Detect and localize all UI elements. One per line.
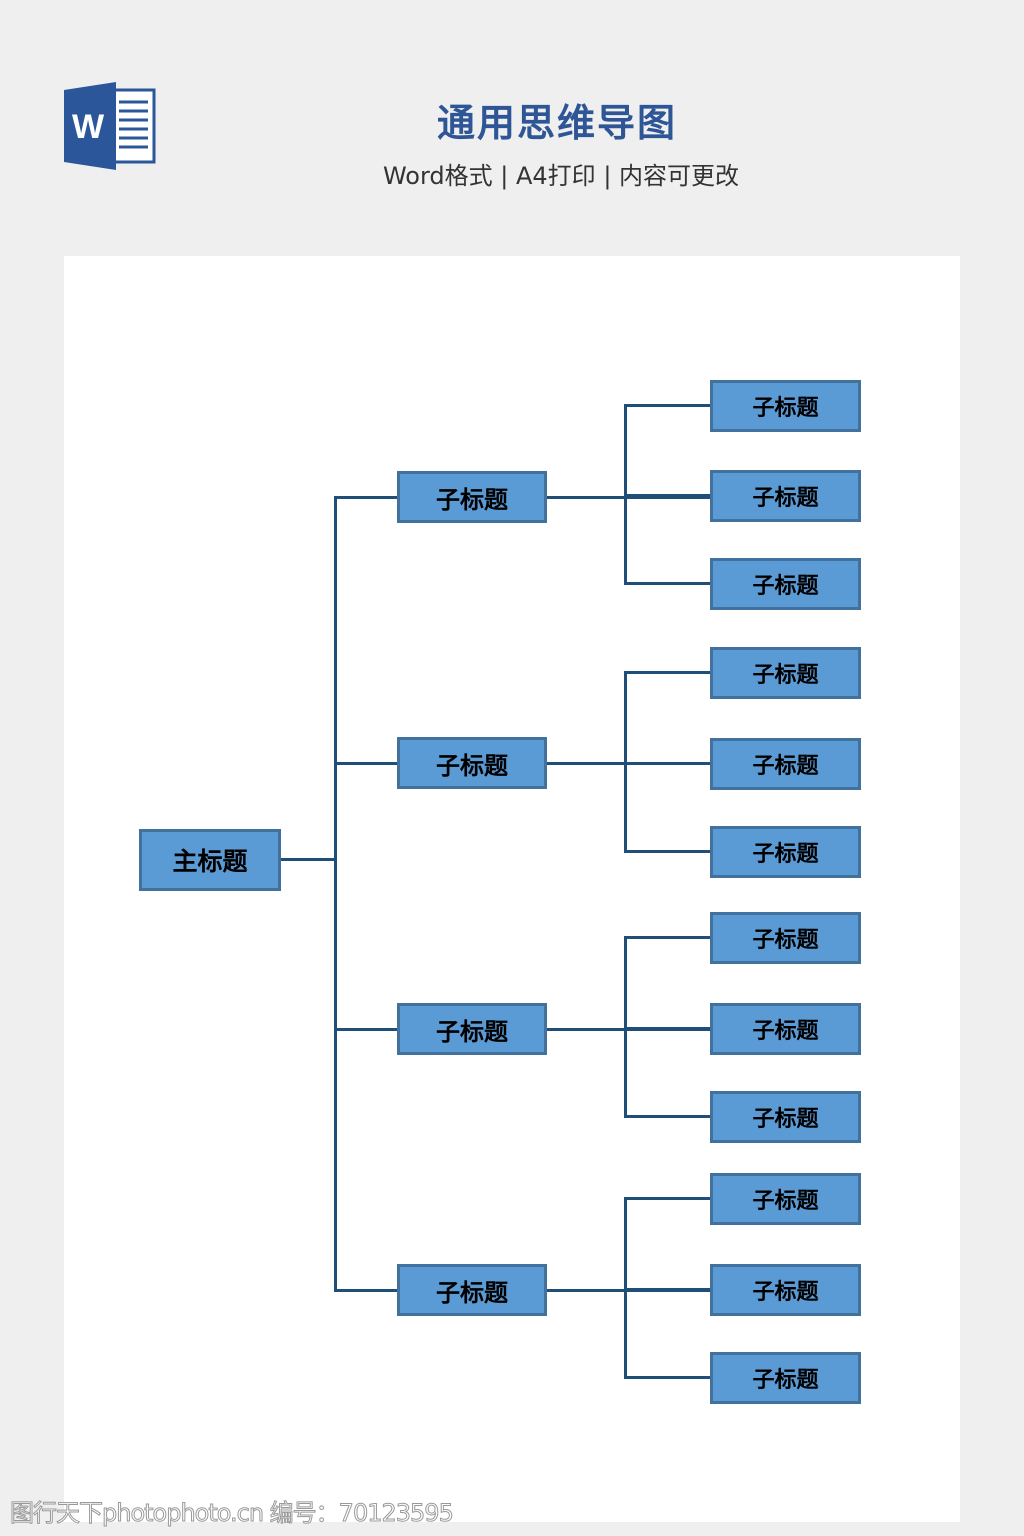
leaf-node[interactable]: 子标题 xyxy=(710,912,861,964)
page-title: 通用思维导图 xyxy=(436,101,677,145)
trunk-line xyxy=(334,496,337,1291)
svg-text:W: W xyxy=(72,108,105,146)
branch-node[interactable]: 子标题 xyxy=(397,1003,547,1055)
word-document-icon: W xyxy=(64,82,156,170)
leaf-connector xyxy=(624,1027,712,1030)
leaf-node[interactable]: 子标题 xyxy=(710,738,861,790)
leaf-node[interactable]: 子标题 xyxy=(710,647,861,699)
leaf-node[interactable]: 子标题 xyxy=(710,826,861,878)
leaf-vertical-line xyxy=(624,671,627,852)
page-subtitle: Word格式 | A4打印 | 内容可更改 xyxy=(382,162,740,190)
leaf-connector xyxy=(624,404,712,407)
leaf-connector xyxy=(624,762,712,765)
leaf-connector xyxy=(624,1197,712,1200)
leaf-node[interactable]: 子标题 xyxy=(710,1264,861,1316)
leaf-connector xyxy=(624,494,712,497)
leaf-node[interactable]: 子标题 xyxy=(710,470,861,522)
branch-node[interactable]: 子标题 xyxy=(397,471,547,523)
branch-node[interactable]: 子标题 xyxy=(397,1264,547,1316)
leaf-connector xyxy=(624,850,712,853)
leaf-connector xyxy=(624,582,712,585)
root-node[interactable]: 主标题 xyxy=(139,829,281,891)
root-connector xyxy=(280,858,336,861)
branch-node[interactable]: 子标题 xyxy=(397,737,547,789)
branch-to-leaf-connector xyxy=(546,496,711,499)
watermark: 图行天下photophoto.cn 编号：70123595 xyxy=(10,1499,455,1528)
branch-connector xyxy=(334,1028,398,1031)
leaf-connector xyxy=(624,936,712,939)
branch-connector xyxy=(334,1289,398,1292)
leaf-connector xyxy=(624,671,712,674)
leaf-connector xyxy=(624,1376,712,1379)
leaf-node[interactable]: 子标题 xyxy=(710,1352,861,1404)
leaf-node[interactable]: 子标题 xyxy=(710,1173,861,1225)
leaf-node[interactable]: 子标题 xyxy=(710,558,861,610)
branch-connector xyxy=(334,762,398,765)
leaf-vertical-line xyxy=(624,1197,627,1378)
leaf-node[interactable]: 子标题 xyxy=(710,380,861,432)
leaf-node[interactable]: 子标题 xyxy=(710,1091,861,1143)
leaf-node[interactable]: 子标题 xyxy=(710,1003,861,1055)
leaf-vertical-line xyxy=(624,936,627,1117)
leaf-connector xyxy=(624,1288,712,1291)
branch-connector xyxy=(334,496,398,499)
leaf-connector xyxy=(624,1115,712,1118)
